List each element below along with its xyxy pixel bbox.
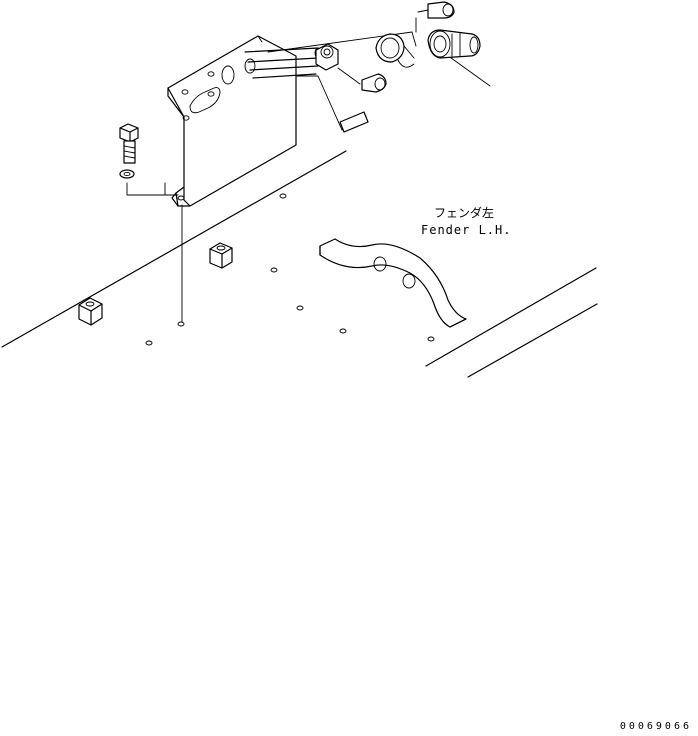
drawing-number: 00069066 (619, 721, 692, 732)
knob (375, 33, 415, 68)
washer (119, 169, 135, 179)
weld-nut-2 (78, 297, 103, 326)
deck-edges (1, 150, 598, 378)
bolt (119, 123, 139, 164)
screw-upper (417, 1, 455, 19)
weld-nut-1 (209, 242, 233, 269)
fender-bracket (319, 238, 467, 328)
deck-holes (145, 193, 435, 346)
callout-japanese: フェンダ左 (434, 206, 495, 220)
connector (427, 29, 481, 59)
mounting-bracket (167, 35, 297, 207)
callout-english: Fender L.H. (421, 223, 512, 237)
tube-assembly (244, 43, 339, 79)
screw-lower (337, 67, 387, 93)
